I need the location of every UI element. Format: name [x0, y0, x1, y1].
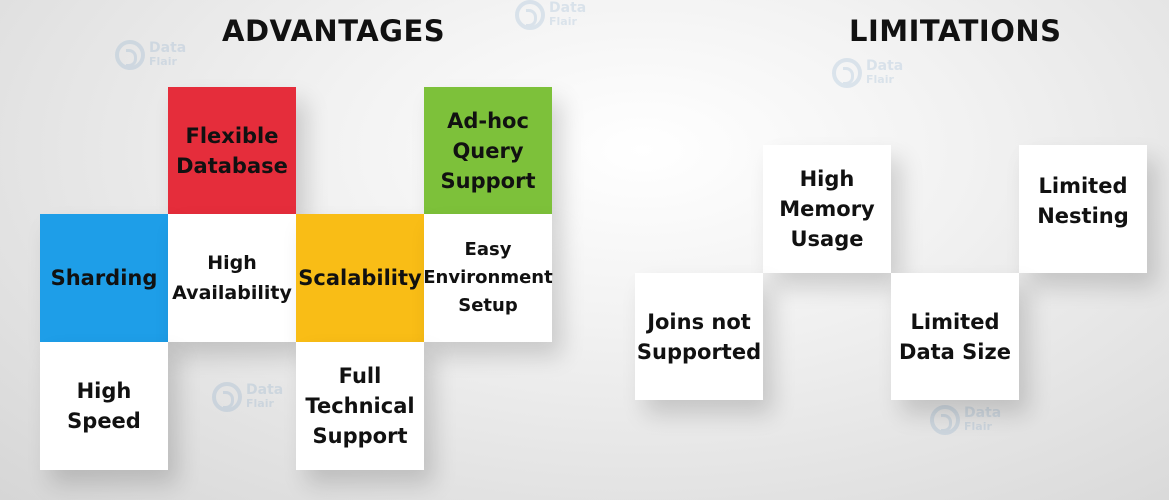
advantages-heading: ADVANTAGES: [222, 14, 446, 48]
advantage-full-technical-support: Full Technical Support: [296, 342, 424, 470]
limitation-joins-not-supported: Joins not Supported: [635, 273, 763, 400]
dataflair-logo-icon: [832, 58, 862, 88]
limitation-limited-data-size: Limited Data Size: [891, 273, 1019, 400]
advantage-high-speed: High Speed: [40, 342, 168, 470]
advantage-easy-environment-setup: Easy Environment Setup: [423, 214, 553, 342]
advantage-scalability: Scalability: [296, 214, 424, 342]
advantage-flexible-database: Flexible Database: [168, 87, 296, 214]
advantage-high-availability: High Availability: [168, 214, 296, 342]
advantage-sharding: Sharding: [40, 214, 168, 342]
limitation-limited-nesting: Limited Nesting: [1019, 145, 1147, 273]
dataflair-logo-icon: [212, 382, 242, 412]
advantage-adhoc-query-support: Ad-hoc Query Support: [424, 87, 552, 214]
limitation-high-memory-usage: High Memory Usage: [763, 145, 891, 273]
limitations-heading: LIMITATIONS: [849, 14, 1062, 48]
dataflair-logo-icon: [515, 0, 545, 30]
dataflair-logo-icon: [115, 40, 145, 70]
dataflair-logo-icon: [930, 405, 960, 435]
